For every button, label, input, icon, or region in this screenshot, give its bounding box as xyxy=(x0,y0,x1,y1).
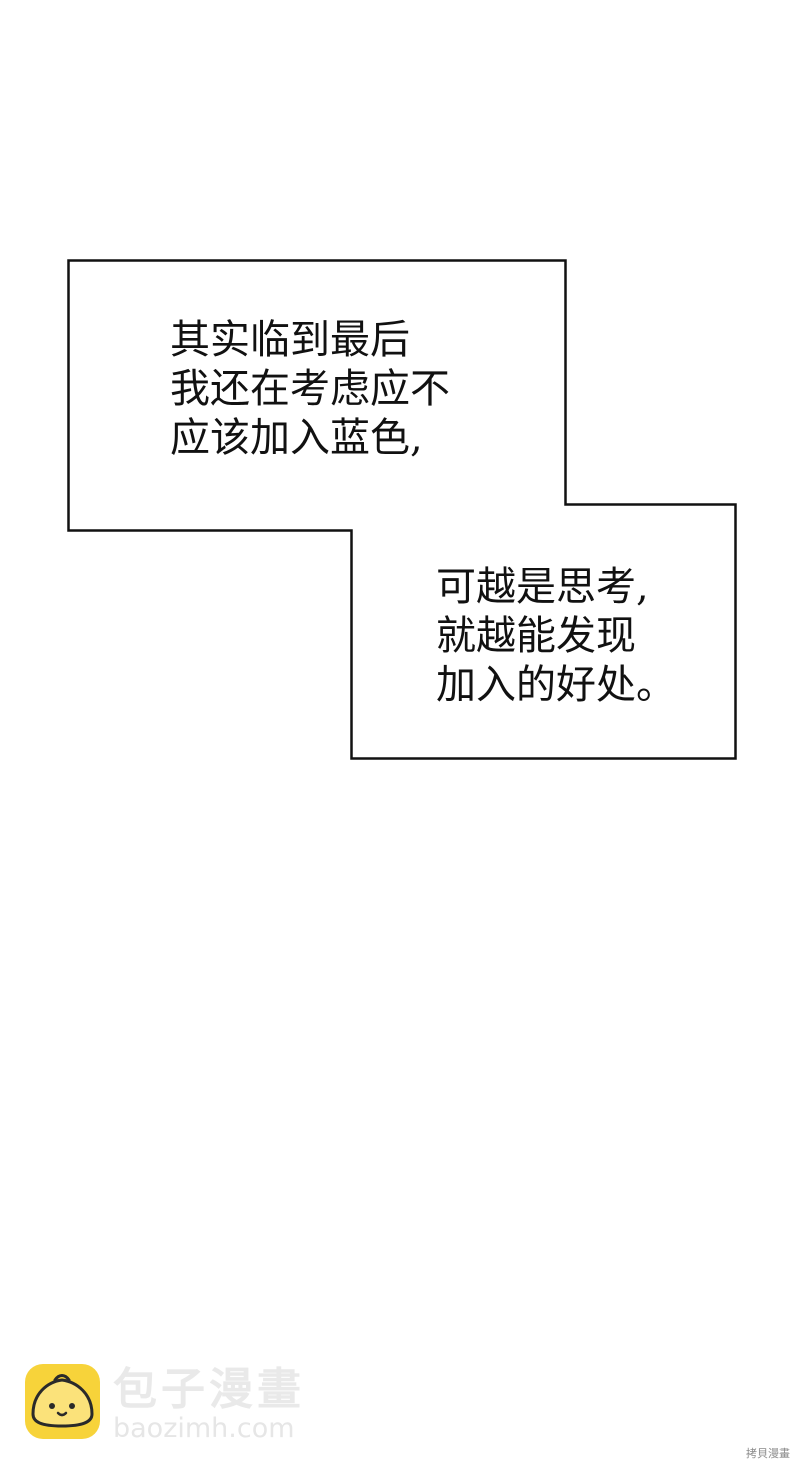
caption-line: 就越能发现 xyxy=(436,613,636,659)
bun-mascot-icon xyxy=(25,1364,100,1439)
watermark: 包子漫畫 baozimh.com xyxy=(25,1364,325,1444)
corner-credit: 拷貝漫畫 xyxy=(746,1447,790,1460)
watermark-brand: 包子漫畫 xyxy=(113,1364,305,1415)
caption-box-border xyxy=(67,259,737,760)
caption-text-1: 其实临到最后 我还在考虑应不 应该加入蓝色, xyxy=(170,316,450,463)
caption-line: 可越是思考, xyxy=(436,564,649,610)
caption-line: 我还在考虑应不 xyxy=(170,366,450,412)
watermark-url: baozimh.com xyxy=(113,1413,295,1444)
caption-box-outline xyxy=(67,259,737,760)
caption-text-2: 可越是思考, 就越能发现 加入的好处。 xyxy=(436,563,676,710)
caption-line: 加入的好处。 xyxy=(436,662,676,708)
caption-line: 应该加入蓝色, xyxy=(170,415,423,461)
caption-line: 其实临到最后 xyxy=(170,317,410,363)
